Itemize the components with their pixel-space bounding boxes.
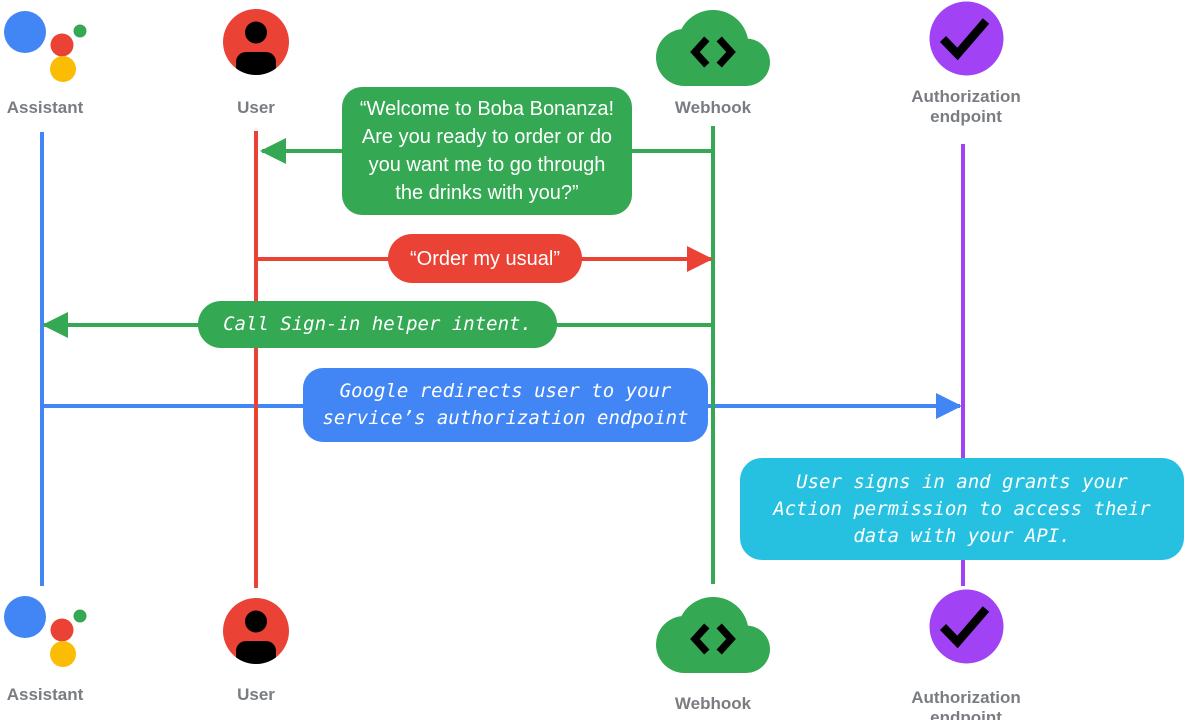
actor-label-webhook: Webhook (674, 694, 752, 713)
actor-assistant-top (2, 8, 90, 91)
note-bubble-user-signs-in: User signs in and grants your Action per… (740, 458, 1184, 560)
message-line: User signs in and grants your (796, 470, 1128, 493)
arrowhead-right-icon (936, 393, 962, 419)
actor-user-bottom (223, 598, 289, 669)
arrowhead-right-icon (687, 246, 713, 272)
code-cloud-icon (656, 9, 770, 86)
actor-label-authorization-endpoint: Authorization endpoint (911, 87, 1021, 126)
user-lifeline (254, 131, 258, 588)
actor-label-authorization-endpoint: Authorization endpoint (911, 688, 1021, 720)
check-circle-icon (929, 589, 1004, 664)
actor-label-assistant: Assistant (6, 98, 84, 117)
message-bubble-sign-in-helper: Call Sign-in helper intent. (198, 301, 557, 348)
actor-label-user: User (237, 98, 275, 117)
code-cloud-icon (656, 596, 770, 673)
actor-label-user: User (237, 685, 275, 704)
assistant-lifeline (40, 132, 44, 586)
actor-user-top (223, 9, 289, 80)
webhook-lifeline (711, 126, 715, 584)
actor-webhook-bottom (656, 595, 770, 678)
message-bubble-redirect: Google redirects user to your service’s … (303, 368, 708, 442)
message-bubble-welcome: “Welcome to Boba Bonanza! Are you ready … (342, 87, 632, 215)
message-bubble-order: “Order my usual” (388, 234, 582, 283)
actor-label-webhook: Webhook (674, 98, 752, 117)
arrowhead-left-icon (260, 138, 286, 164)
message-line: “Order my usual” (409, 247, 561, 270)
message-line: Are you ready to order or do (361, 126, 613, 148)
message-line: the drinks with you?” (395, 182, 579, 204)
actor-authorization-endpoint-bottom (929, 589, 1004, 669)
actor-label-assistant: Assistant (6, 685, 84, 704)
google-assistant-icon (4, 11, 87, 82)
arrowhead-left-icon (42, 312, 68, 338)
actor-assistant-bottom (2, 593, 90, 676)
message-line: data with your API. (853, 524, 1071, 547)
message-line: Google redirects user to your (339, 380, 672, 402)
authorization-endpoint-lifeline (961, 144, 965, 586)
person-circle-icon (223, 9, 289, 75)
message-line: service’s authorization endpoint (322, 407, 689, 429)
message-line: you want me to go through (368, 154, 606, 176)
message-line: “Welcome to Boba Bonanza! (359, 98, 615, 120)
check-circle-icon (929, 1, 1004, 76)
message-line: Action permission to access their (773, 497, 1151, 520)
actor-webhook-top (656, 8, 770, 91)
person-circle-icon (223, 598, 289, 664)
message-line: Call Sign-in helper intent. (223, 313, 532, 335)
actor-authorization-endpoint-top (929, 1, 1004, 81)
google-assistant-icon (4, 596, 87, 667)
